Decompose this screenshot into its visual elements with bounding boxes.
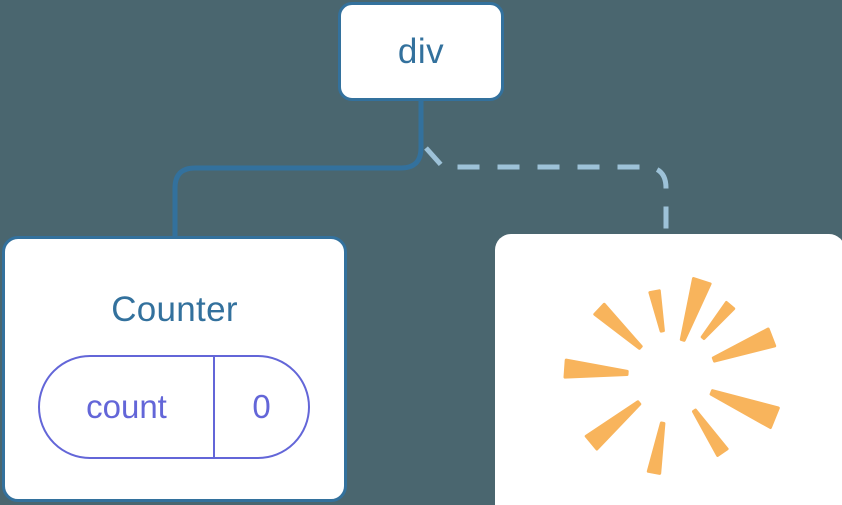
node-div-label: div: [397, 32, 445, 71]
burst-ray-9: [700, 301, 736, 340]
state-value-label: 0: [252, 388, 271, 425]
burst-ray-5: [646, 421, 666, 475]
burst-ray-7: [709, 389, 780, 429]
burst-ray-8: [711, 327, 777, 363]
burst-ray-2: [593, 302, 643, 350]
burst-ray-3: [563, 358, 629, 379]
burst-ray-6: [692, 408, 729, 457]
burst-ray-0: [679, 277, 712, 342]
node-rerender-burst[interactable]: [495, 234, 842, 505]
burst-ray-4: [584, 400, 642, 451]
edge-div-to-burst: [424, 146, 669, 238]
burst-ray-1: [648, 289, 665, 333]
edge-div-to-counter: [172, 98, 424, 241]
node-counter-title: Counter: [111, 290, 238, 329]
node-div[interactable]: div: [338, 2, 504, 101]
state-pill-count[interactable]: count 0: [38, 355, 310, 459]
state-key-label: count: [40, 357, 215, 457]
rerender-burst-icon: [563, 277, 780, 475]
